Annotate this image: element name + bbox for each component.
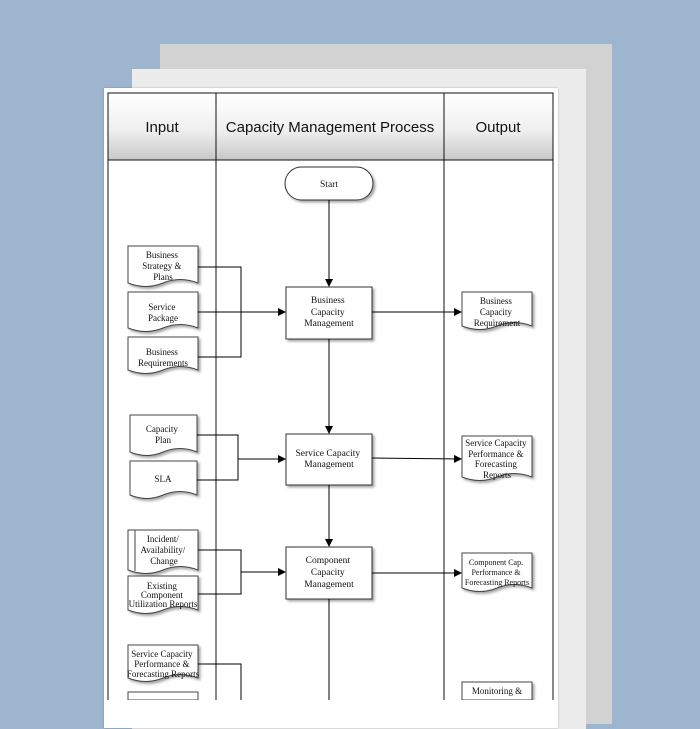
- document-label-line: Service Capacity: [465, 438, 527, 448]
- document-label-line: Component Cap.: [469, 558, 523, 567]
- document-label: Business Capacity Requirement: [474, 296, 521, 328]
- document-shape: [461, 291, 533, 330]
- document-shape: [129, 460, 198, 499]
- lane-title-output: Output: [475, 119, 521, 136]
- document-label: Service Capacity Performance & Forecasti…: [465, 438, 528, 480]
- output-document-2: Service Capacity Performance & Forecasti…: [461, 435, 533, 481]
- document-shape: [127, 644, 199, 682]
- document-label: Service Package: [148, 302, 178, 323]
- process-label-line: Management: [304, 319, 354, 329]
- lane-borders: [107, 93, 554, 700]
- document-label-line: Business: [146, 250, 179, 260]
- start-terminator: Start: [284, 166, 374, 201]
- document-label-line: Monitoring &: [472, 686, 522, 696]
- process-shape: [285, 546, 373, 600]
- document-shape: [461, 435, 533, 481]
- document-label-line: Plan: [155, 435, 172, 445]
- document-label-line: Capacity: [146, 424, 178, 434]
- capacity-management-flowchart: Input Capacity Management Process Output…: [107, 92, 554, 700]
- process-box-1: Business Capacity Management: [285, 286, 373, 340]
- process-label: Business Capacity Management: [304, 296, 354, 329]
- input-document-2: Service Package: [127, 291, 199, 332]
- input-document-7: Existing Component Utilization Reports: [127, 575, 199, 614]
- document-label: Incident/ Availability/ Change: [140, 534, 187, 566]
- document-shape: [127, 575, 199, 614]
- lane-title-process: Capacity Management Process: [226, 119, 434, 136]
- input-document-4: Capacity Plan: [129, 414, 198, 456]
- document-shape: [127, 336, 199, 374]
- start-label: Start: [320, 180, 338, 190]
- document-shape: [461, 552, 533, 592]
- process-label-line: Business: [311, 296, 345, 306]
- document-label-line: Incident/: [147, 534, 179, 544]
- output-document-4-partial: Monitoring &: [461, 681, 533, 700]
- output-arrow-2: [371, 454, 462, 463]
- document-label-line: Business: [480, 296, 513, 306]
- output-document-1: Business Capacity Requirement: [461, 291, 533, 330]
- document-label-line: Strategy &: [142, 261, 181, 271]
- document-label-line: Performance &: [134, 659, 189, 669]
- swimlane-header: Input Capacity Management Process Output: [107, 92, 554, 161]
- document-label-line: Existing: [147, 581, 178, 591]
- document-label: Capacity Plan: [146, 424, 180, 445]
- process-box-2: Service Capacity Management: [285, 433, 373, 486]
- input-bracket-3: [198, 549, 242, 595]
- document-label: Service Capacity Performance & Forecasti…: [127, 649, 200, 679]
- document-label-line: Change: [150, 556, 178, 566]
- document-label-line: Forecasting Reports: [127, 669, 200, 679]
- document-label: SLA: [154, 474, 172, 484]
- process-box-3: Component Capacity Management: [285, 546, 373, 600]
- input-bracket-2: [197, 434, 239, 481]
- input-document-1: Business Strategy & Plans: [127, 245, 199, 287]
- document-label: Monitoring &: [472, 686, 522, 696]
- document-label-line: SLA: [154, 474, 172, 484]
- document-label-line: Performance &: [471, 568, 521, 577]
- document-label-line: Requirements: [138, 358, 188, 368]
- document-label-line: Availability/: [140, 545, 185, 555]
- document-shape: [127, 291, 199, 332]
- document-label-line: Component: [141, 590, 183, 600]
- document-label: Existing Component Utilization Reports: [129, 581, 198, 609]
- document-label-line: Forecasting Reports: [465, 578, 529, 587]
- document-label-line: Reports: [483, 470, 511, 480]
- input-document-6: Incident/ Availability/ Change: [127, 529, 199, 574]
- document-label-line: Forecasting: [475, 459, 517, 469]
- input-document-8: Service Capacity Performance & Forecasti…: [127, 644, 200, 682]
- document-label-line: Service: [148, 302, 175, 312]
- process-label: Service Capacity Management: [295, 449, 362, 470]
- document-label-line: Performance &: [468, 449, 523, 459]
- document-label: Component Cap. Performance & Forecasting…: [465, 558, 529, 587]
- process-label-line: Management: [304, 580, 354, 590]
- process-label-line: Management: [304, 460, 354, 470]
- document-label-line: Service Capacity: [131, 649, 193, 659]
- document-label-line: Requirement: [474, 318, 521, 328]
- document-shape: [127, 691, 199, 700]
- process-label-line: Service Capacity: [295, 449, 360, 459]
- document-label-line: Capacity: [480, 307, 512, 317]
- process-label-line: Capacity: [311, 568, 345, 578]
- process-label-line: Component: [306, 556, 351, 566]
- lane-title-input: Input: [145, 119, 179, 136]
- document-label-line: Utilization Reports: [129, 599, 198, 609]
- output-document-3: Component Cap. Performance & Forecasting…: [461, 552, 533, 592]
- document-shape: [461, 681, 533, 700]
- document-label-line: Business: [146, 347, 179, 357]
- process-label-line: Capacity: [311, 308, 345, 318]
- input-bracket-4: [198, 663, 242, 700]
- document-label: Business Requirements: [138, 347, 188, 368]
- process-label: Component Capacity Management: [304, 556, 354, 590]
- document-label-line: Plans: [153, 272, 173, 282]
- document-shape: [127, 245, 199, 287]
- document-label-line: Package: [148, 313, 178, 323]
- connectors: [197, 200, 462, 700]
- document-label: Business Strategy & Plans: [142, 250, 184, 282]
- input-document-3: Business Requirements: [127, 336, 199, 374]
- input-document-9-partial: [127, 691, 199, 700]
- document-shape: [129, 414, 198, 456]
- input-document-5: SLA: [129, 460, 198, 499]
- document-shape: [127, 529, 199, 574]
